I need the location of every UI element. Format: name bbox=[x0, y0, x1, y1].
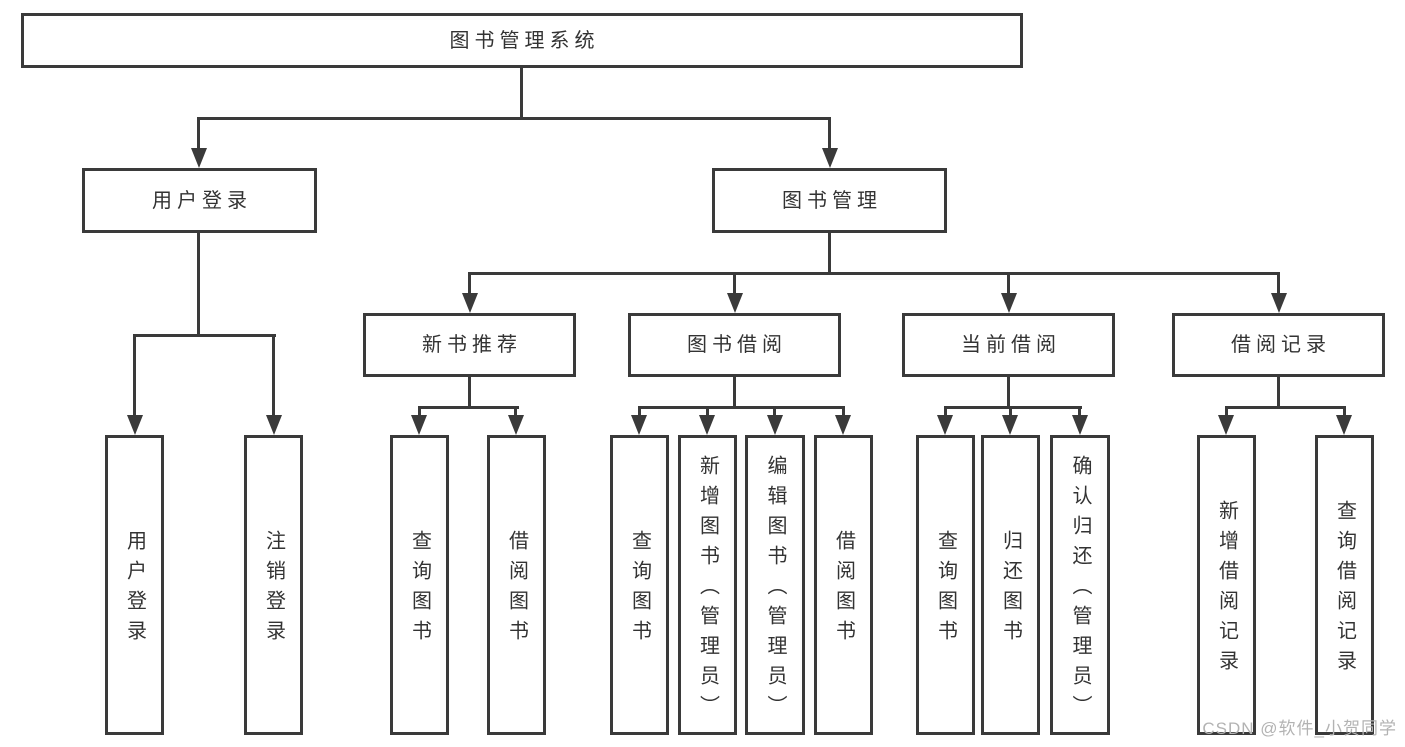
arrow-down-icon bbox=[1218, 415, 1234, 435]
node-book-borrow: 图书借阅 bbox=[628, 313, 841, 377]
connector-drop bbox=[133, 334, 136, 417]
node-label: 注销登录 bbox=[262, 530, 285, 650]
node-label: 归还图书 bbox=[999, 530, 1022, 650]
connector-drop bbox=[1277, 272, 1280, 296]
node-label: 编辑图书（管理员） bbox=[764, 455, 786, 725]
node-label: 查询图书 bbox=[628, 530, 651, 650]
arrow-down-icon bbox=[508, 415, 524, 435]
node-label: 借阅记录 bbox=[1231, 334, 1331, 356]
node-label: 图书管理 bbox=[782, 189, 882, 212]
node-leaf-add-book-admin: 新增图书（管理员） bbox=[678, 435, 737, 735]
arrow-down-icon bbox=[1336, 415, 1352, 435]
connector-rail bbox=[1225, 406, 1346, 409]
connector-stub bbox=[1277, 377, 1280, 408]
connector-drop bbox=[638, 406, 641, 417]
node-label: 查询图书 bbox=[934, 530, 957, 650]
node-label: 借阅图书 bbox=[505, 530, 528, 650]
node-user-login: 用户登录 bbox=[82, 168, 317, 233]
connector-drop bbox=[1078, 406, 1081, 417]
arrow-down-icon bbox=[699, 415, 715, 435]
arrow-down-icon bbox=[835, 415, 851, 435]
arrow-down-icon bbox=[1001, 293, 1017, 313]
connector-rail bbox=[638, 406, 845, 409]
connector-drop bbox=[197, 117, 200, 150]
connector-stub bbox=[468, 377, 471, 408]
arrow-down-icon bbox=[937, 415, 953, 435]
node-label: 查询借阅记录 bbox=[1333, 500, 1356, 680]
csdn-watermark: CSDN @软件_小贺同学 bbox=[1202, 719, 1397, 738]
connector-drop bbox=[773, 406, 776, 417]
arrow-down-icon bbox=[127, 415, 143, 435]
connector-drop bbox=[1225, 406, 1228, 417]
connector-rail bbox=[418, 406, 519, 409]
connector-drop bbox=[418, 406, 421, 417]
arrow-down-icon bbox=[822, 148, 838, 168]
node-leaf-query-book-2: 查询图书 bbox=[610, 435, 669, 735]
arrow-down-icon bbox=[767, 415, 783, 435]
node-label: 用户登录 bbox=[123, 530, 146, 650]
connector-stub bbox=[733, 377, 736, 408]
connector-drop bbox=[272, 334, 275, 417]
connector-stub bbox=[1007, 377, 1010, 408]
arrow-down-icon bbox=[727, 293, 743, 313]
node-current-borrow: 当前借阅 bbox=[902, 313, 1115, 377]
node-leaf-edit-book-admin: 编辑图书（管理员） bbox=[745, 435, 805, 735]
connector-drop bbox=[468, 272, 471, 296]
node-root: 图书管理系统 bbox=[21, 13, 1023, 68]
node-label: 新增图书（管理员） bbox=[696, 455, 719, 725]
node-label: 查询图书 bbox=[408, 530, 431, 650]
node-leaf-borrow-book-1: 借阅图书 bbox=[487, 435, 546, 735]
node-label: 用户登录 bbox=[152, 189, 252, 212]
connector-rail bbox=[944, 406, 1082, 409]
node-leaf-borrow-book-2: 借阅图书 bbox=[814, 435, 873, 735]
node-leaf-add-borrow-record: 新增借阅记录 bbox=[1197, 435, 1256, 735]
node-leaf-user-login: 用户登录 bbox=[105, 435, 164, 735]
arrow-down-icon bbox=[1002, 415, 1018, 435]
connector-level3-rail bbox=[468, 272, 1280, 275]
connector-drop bbox=[1009, 406, 1012, 417]
connector-bookmgmt-stub bbox=[828, 233, 831, 275]
node-leaf-return-book: 归还图书 bbox=[981, 435, 1040, 735]
arrow-down-icon bbox=[411, 415, 427, 435]
connector-level1-rail bbox=[197, 117, 831, 120]
node-leaf-query-book-3: 查询图书 bbox=[916, 435, 975, 735]
arrow-down-icon bbox=[462, 293, 478, 313]
arrow-down-icon bbox=[266, 415, 282, 435]
connector-userlogin-stub bbox=[197, 233, 200, 336]
node-label: 当前借阅 bbox=[961, 334, 1061, 356]
node-label: 确认归还（管理员） bbox=[1069, 455, 1091, 725]
connector-userlogin-rail bbox=[133, 334, 276, 337]
connector-drop bbox=[828, 117, 831, 150]
arrow-down-icon bbox=[191, 148, 207, 168]
node-label: 新书推荐 bbox=[422, 334, 522, 356]
node-leaf-query-book-1: 查询图书 bbox=[390, 435, 449, 735]
node-leaf-logout: 注销登录 bbox=[244, 435, 303, 735]
node-leaf-confirm-return-admin: 确认归还（管理员） bbox=[1050, 435, 1110, 735]
node-new-book-recommend: 新书推荐 bbox=[363, 313, 576, 377]
node-book-management: 图书管理 bbox=[712, 168, 947, 233]
node-borrow-record: 借阅记录 bbox=[1172, 313, 1385, 377]
connector-drop bbox=[1343, 406, 1346, 417]
node-label: 借阅图书 bbox=[832, 530, 855, 650]
connector-drop bbox=[1007, 272, 1010, 296]
connector-drop bbox=[514, 406, 517, 417]
arrow-down-icon bbox=[1271, 293, 1287, 313]
node-label: 图书借阅 bbox=[687, 334, 787, 356]
node-label: 新增借阅记录 bbox=[1215, 500, 1238, 680]
arrow-down-icon bbox=[1072, 415, 1088, 435]
connector-drop bbox=[706, 406, 709, 417]
connector-root-stub bbox=[520, 68, 523, 119]
connector-drop bbox=[733, 272, 736, 296]
connector-drop bbox=[842, 406, 845, 417]
node-root-label: 图书管理系统 bbox=[449, 29, 600, 52]
node-leaf-query-borrow-record: 查询借阅记录 bbox=[1315, 435, 1374, 735]
arrow-down-icon bbox=[631, 415, 647, 435]
connector-drop bbox=[944, 406, 947, 417]
